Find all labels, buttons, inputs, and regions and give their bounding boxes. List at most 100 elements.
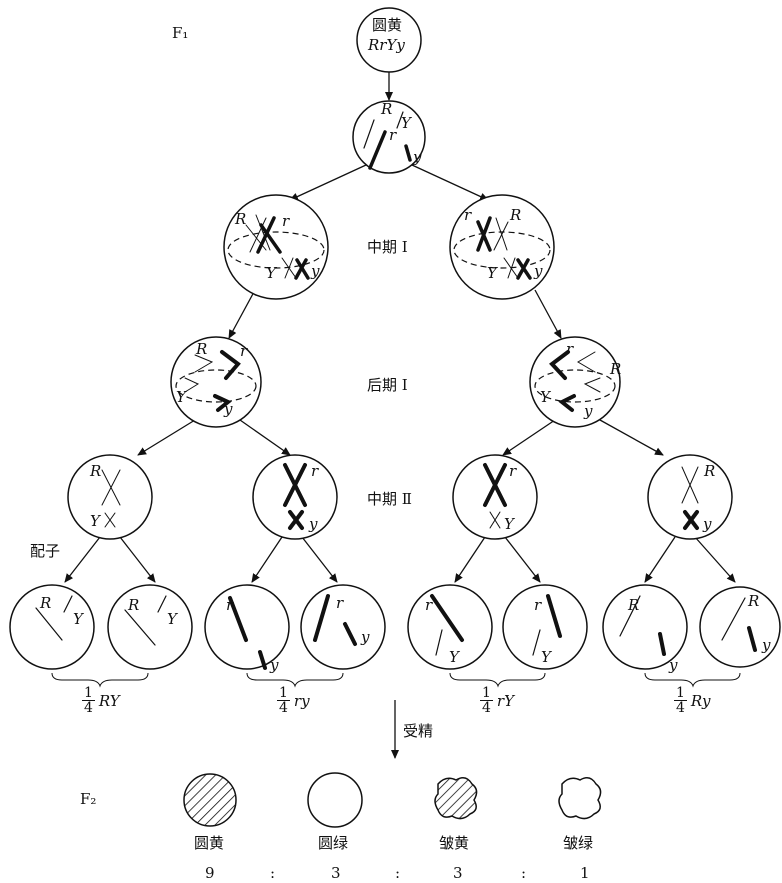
phenotype-label: 皱绿 xyxy=(563,834,594,852)
allele-label: Y xyxy=(266,264,276,282)
allele-label: R xyxy=(381,100,393,118)
fraction-denominator: 4 xyxy=(482,700,491,716)
spindle-plates xyxy=(175,231,616,403)
gamete-cell-7 xyxy=(602,584,688,670)
ratio-value: 3 xyxy=(453,864,463,882)
allele-label: y xyxy=(309,515,318,533)
allele-label: y xyxy=(762,636,771,654)
allele-label: R xyxy=(510,206,522,224)
allele-label: Y xyxy=(176,388,186,406)
allele-label: r xyxy=(389,126,397,144)
wrinkled-green-seed xyxy=(558,777,602,820)
f1-cell xyxy=(356,7,422,73)
allele-label: Y xyxy=(541,648,551,666)
metaphase2-cell-3 xyxy=(452,454,538,540)
gamete-genotype: RY xyxy=(98,691,120,710)
allele-label: R xyxy=(128,596,140,614)
ratio-separator: : xyxy=(395,864,401,882)
ratio-separator: : xyxy=(521,864,527,882)
ratio-separator: : xyxy=(270,864,276,882)
arrow-to-metaphase2-3 xyxy=(502,419,556,456)
allele-label: y xyxy=(413,148,422,166)
allele-label: Y xyxy=(487,264,497,282)
gamete-genotype: rY xyxy=(496,691,514,710)
fertilization-label: 受精 xyxy=(403,722,434,740)
arrow-to-metaphase2-4 xyxy=(599,419,664,456)
allele-label: R xyxy=(610,360,622,378)
arrow-to-metaphase1-left xyxy=(289,164,367,201)
allele-label: R xyxy=(748,592,760,610)
round-yellow-seed xyxy=(183,773,237,827)
allele-label: R xyxy=(90,462,102,480)
ratio-value: 1 xyxy=(580,864,590,882)
arrow-gamete-7 xyxy=(644,536,676,583)
chromosomes-metaphase1 xyxy=(245,214,532,280)
stage-metaphase1: 中期 Ⅰ xyxy=(367,238,408,256)
arrow-gamete-3 xyxy=(251,536,283,583)
f1-label: F₁ xyxy=(172,24,189,42)
allele-label: R xyxy=(40,594,52,612)
gamete-cell-6 xyxy=(502,584,588,670)
allele-label: r xyxy=(566,340,574,358)
fraction-numerator: 1 xyxy=(277,685,290,701)
allele-label: Y xyxy=(90,512,100,530)
ratio-value: 9 xyxy=(205,864,215,882)
gamete-cell-8 xyxy=(699,586,781,668)
chromosomes-gametes xyxy=(35,594,757,670)
f2-label: F₂ xyxy=(80,790,97,808)
allele-label: y xyxy=(311,262,320,280)
allele-label: r xyxy=(226,596,234,614)
division-arrows xyxy=(64,72,736,759)
allele-label: r xyxy=(464,206,472,224)
phenotype-label: 皱黄 xyxy=(439,834,470,852)
allele-label: r xyxy=(282,212,290,230)
ratio-value: 3 xyxy=(331,864,341,882)
allele-label: r xyxy=(240,342,248,360)
allele-label: Y xyxy=(401,114,411,132)
allele-label: y xyxy=(534,262,543,280)
phenotype-label: 圆绿 xyxy=(318,834,349,852)
allele-label: R xyxy=(628,596,640,614)
arrow-to-metaphase2-1 xyxy=(137,419,196,456)
chromosomes-metaphase2 xyxy=(101,463,699,530)
metaphase2-cell-1 xyxy=(67,454,153,540)
allele-label: y xyxy=(703,515,712,533)
metaphase2-cell-4 xyxy=(647,454,733,540)
fraction-denominator: 4 xyxy=(84,700,93,716)
gamete-cell-5 xyxy=(407,584,493,670)
gamete-genotype: Ry xyxy=(690,691,711,710)
stage-metaphase2: 中期 Ⅱ xyxy=(367,490,412,508)
arrow-gamete-4 xyxy=(301,536,338,583)
parent-genotype: RrYy xyxy=(368,36,405,54)
arrow-gamete-1 xyxy=(64,536,101,583)
allele-label: Y xyxy=(540,388,550,406)
gamete-braces xyxy=(51,672,741,688)
arrow-gamete-8 xyxy=(694,536,736,583)
parent-phenotype: 圆黄 xyxy=(372,16,403,34)
arrow-gamete-2 xyxy=(119,536,156,583)
allele-label: y xyxy=(669,656,678,674)
fraction-denominator: 4 xyxy=(279,700,288,716)
wrinkled-yellow-seed xyxy=(434,777,478,820)
metaphase2-cell-2 xyxy=(252,454,338,540)
allele-label: Y xyxy=(73,610,83,628)
allele-label: y xyxy=(224,400,233,418)
gamete-cell-3 xyxy=(204,584,290,670)
cells xyxy=(9,7,781,670)
allele-label: r xyxy=(311,462,319,480)
arrow-gamete-6 xyxy=(504,536,541,583)
allele-label: Y xyxy=(449,648,459,666)
allele-label: r xyxy=(534,596,542,614)
anaphase1-cell-left xyxy=(170,336,262,428)
chromosomes-anaphase1 xyxy=(184,350,601,412)
gamete-cell-4 xyxy=(300,584,386,670)
f2-seeds xyxy=(183,772,602,828)
gametes-label: 配子 xyxy=(30,542,61,560)
anaphase1-cell-right xyxy=(529,336,621,428)
allele-label: y xyxy=(270,656,279,674)
arrow-to-anaphase1-right xyxy=(534,289,562,339)
gamete-genotype: ry xyxy=(293,691,310,710)
